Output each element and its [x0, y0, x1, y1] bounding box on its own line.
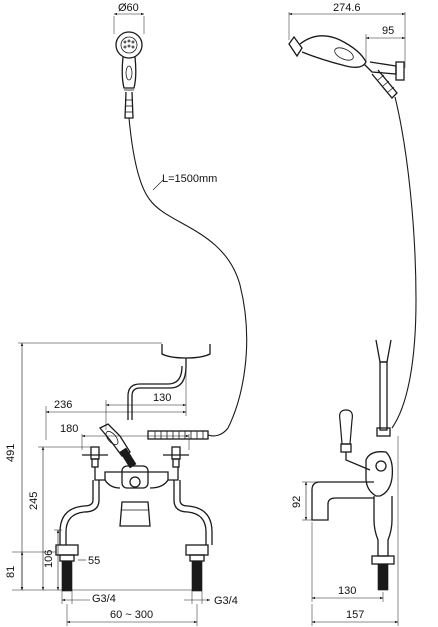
right-leg-swan — [173, 480, 207, 545]
dim-thread-left: G3/4 — [61, 591, 116, 605]
mixer-side-view — [311, 339, 395, 591]
side-tail — [377, 563, 389, 591]
shower-rose-side — [288, 35, 303, 58]
dim-shower-diameter: Ø60 — [113, 2, 145, 34]
handle-span-label: 180 — [60, 423, 78, 435]
overall-height-label: 491 — [5, 444, 17, 462]
dim-side-spout-reach: 130 — [311, 522, 384, 602]
dim-cradle-reach: 236 — [45, 366, 187, 440]
hose-length-label: L=1500mm — [162, 173, 217, 185]
shower-rose — [115, 31, 143, 59]
thread-right-label: G3/4 — [214, 595, 238, 607]
shower-head-front-view: Ø60 — [113, 2, 145, 119]
hose-length-leader — [152, 179, 164, 191]
dim-tail-offset: 55 — [78, 555, 100, 567]
dim-thread-right: G3/4 — [184, 591, 238, 607]
mixer-body — [94, 467, 179, 481]
side-body — [365, 451, 394, 497]
side-lever-handle — [339, 409, 353, 445]
wall-plate — [395, 61, 405, 81]
tail-offset-label: 55 — [88, 555, 100, 567]
cradle-offset-label: 130 — [153, 392, 171, 404]
shower-cradle — [161, 344, 211, 359]
side-spout-reach-label: 130 — [338, 585, 356, 597]
left-leg-swan — [65, 480, 100, 545]
cradle-reach-label: 236 — [54, 399, 72, 411]
shower-hose-side — [391, 96, 417, 429]
dim-wall-bracket: 95 — [365, 25, 406, 62]
shower-body-side — [299, 35, 367, 68]
shower-hose-front — [128, 117, 248, 437]
side-nut — [371, 555, 395, 565]
dim-overall-height: 491 — [5, 342, 162, 591]
dim-overall-side-reach: 274.6 — [288, 2, 406, 68]
dim-inlet-height: 106 — [43, 529, 62, 591]
dim-side-height: 92 — [291, 481, 320, 521]
cradle-side — [375, 339, 392, 363]
hose-connector — [147, 430, 209, 440]
left-nut — [55, 544, 79, 556]
thread-left-label: G3/4 — [92, 593, 116, 605]
dim-cradle-offset: 130 — [105, 392, 187, 430]
centres-label: 60 ~ 300 — [110, 609, 153, 621]
side-spout — [311, 481, 374, 521]
right-nut — [185, 544, 209, 556]
side-depth-label: 157 — [346, 609, 364, 621]
handset-on-cradle — [98, 423, 137, 469]
dim-tail-length: 81 — [5, 551, 200, 591]
hose-cone-side — [371, 69, 398, 99]
spout-height-label: 245 — [28, 492, 40, 510]
spout-front — [119, 501, 151, 527]
diverter-body — [121, 465, 149, 489]
shower-head-side-view: 274.6 95 — [288, 2, 406, 99]
dim-spout-height: 245 — [28, 446, 92, 591]
shower-diameter-label: Ø60 — [118, 2, 139, 14]
dim-handle-span: 180 — [60, 423, 190, 450]
hose-cone-top — [124, 91, 134, 119]
right-tail — [191, 560, 203, 592]
left-tail — [61, 560, 73, 592]
side-height-label: 92 — [291, 496, 303, 508]
shower-handle — [121, 56, 137, 89]
tail-length-label: 81 — [5, 566, 17, 578]
porcelain-grip-side — [334, 47, 354, 61]
dim-side-depth: 157 — [311, 436, 399, 626]
cradle-riser-pipe — [131, 365, 187, 420]
riser-pipe-side — [379, 361, 388, 431]
dim-centres: 60 ~ 300 — [66, 604, 198, 626]
overall-side-reach-label: 274.6 — [333, 2, 361, 14]
right-crosshead-handle — [163, 446, 189, 468]
inlet-height-label: 106 — [43, 550, 55, 568]
mixer-front-view — [55, 344, 213, 592]
left-crosshead-handle — [82, 446, 108, 468]
shower-rose-inner — [120, 36, 138, 54]
wall-bracket-label: 95 — [382, 25, 394, 37]
